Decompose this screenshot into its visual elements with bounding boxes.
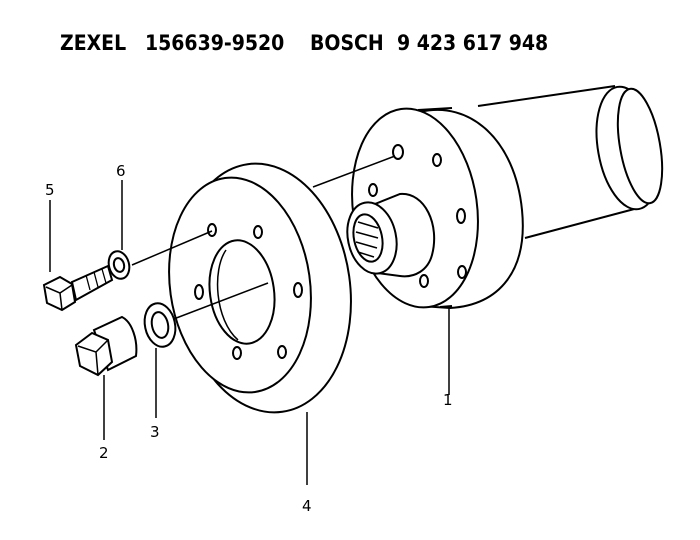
brand-zexel: ZEXEL: [60, 31, 126, 55]
callout-4: 4: [302, 497, 312, 515]
washer-part-6: [107, 180, 131, 280]
lock-washer-part-3: [143, 302, 177, 418]
header: ZEXEL 156639-9520 BOSCH 9 423 617 948: [60, 31, 548, 55]
alignment-lines: [131, 155, 396, 326]
bolt-part-5: [42, 200, 114, 312]
callout-1: 1: [443, 391, 453, 409]
drive-hub-part-1: [346, 85, 664, 395]
brand-bosch: BOSCH: [310, 31, 384, 55]
callout-numbers: 1 2 3 4 5 6: [45, 162, 453, 515]
callout-6: 6: [116, 162, 126, 180]
callout-3: 3: [150, 423, 160, 441]
timing-gear-part-4: [168, 162, 352, 485]
callout-2: 2: [99, 444, 109, 462]
callout-5: 5: [45, 181, 55, 199]
part-number-zexel: 156639-9520: [145, 31, 284, 55]
part-number-bosch: 9 423 617 948: [397, 31, 548, 55]
nut-part-2: [74, 315, 138, 440]
